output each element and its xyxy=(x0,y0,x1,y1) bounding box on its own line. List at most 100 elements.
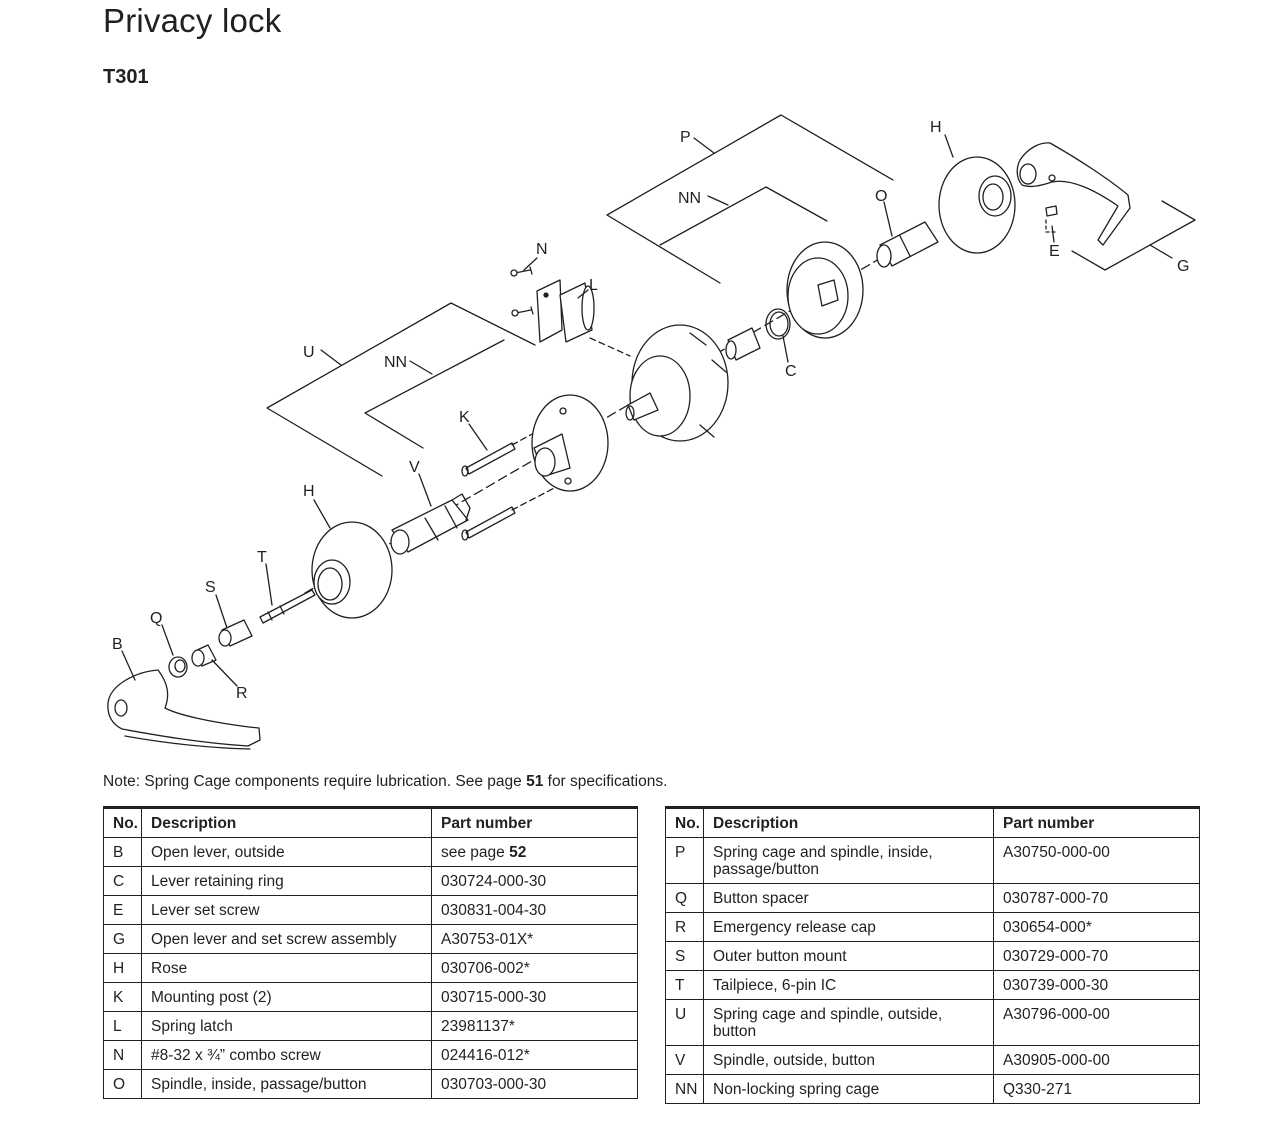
cell-part-number: see page 52 xyxy=(431,837,638,867)
spring-latch-l-drawing xyxy=(536,279,631,357)
chassis-drawing xyxy=(625,324,729,442)
label-s: S xyxy=(205,579,216,596)
spindle-o-drawing xyxy=(876,221,939,268)
cell-no: B xyxy=(103,837,142,867)
cell-no: L xyxy=(103,1011,142,1041)
label-e: E xyxy=(1049,243,1060,260)
label-nn-top: NN xyxy=(678,190,701,207)
label-nn-left: NN xyxy=(384,354,407,371)
spindle-v-drawing xyxy=(390,493,471,555)
cell-part-number: 030654-000* xyxy=(993,912,1200,942)
cell-no: G xyxy=(103,924,142,954)
cell-part-number: 030787-000-70 xyxy=(993,883,1200,913)
table-row: L Spring latch 23981137* xyxy=(103,1011,638,1041)
label-c: C xyxy=(785,363,797,380)
cell-part-number: 030706-002* xyxy=(431,953,638,983)
note-text-before: Note: Spring Cage components require lub… xyxy=(103,773,527,790)
cell-description: Open lever and set screw assembly xyxy=(141,924,432,954)
page-title: Privacy lock xyxy=(103,2,282,39)
label-n: N xyxy=(536,241,548,258)
cell-description: Tailpiece, 6-pin IC xyxy=(703,970,994,1000)
cell-part-number: A30905-000-00 xyxy=(993,1045,1200,1075)
lubrication-note: Note: Spring Cage components require lub… xyxy=(103,773,667,791)
cell-no: U xyxy=(665,999,704,1046)
parts-table-right: No. Description Part number P Spring cag… xyxy=(665,806,1200,1104)
cell-part-number: 024416-012* xyxy=(431,1040,638,1070)
table-row: K Mounting post (2) 030715-000-30 xyxy=(103,982,638,1012)
note-text-after: for specifications. xyxy=(543,773,668,790)
table-row: S Outer button mount 030729-000-70 xyxy=(665,941,1200,971)
combo-screw-n-drawing xyxy=(510,266,534,317)
cell-description: Non-locking spring cage xyxy=(703,1074,994,1104)
cell-description: Spindle, outside, button xyxy=(703,1045,994,1075)
cell-no: Q xyxy=(665,883,704,913)
set-screw-e-drawing xyxy=(1045,205,1059,233)
cell-no: V xyxy=(665,1045,704,1075)
label-h-right: H xyxy=(930,119,942,136)
cell-no: O xyxy=(103,1069,142,1099)
table-header-row: No. Description Part number xyxy=(665,806,1200,838)
cell-no: K xyxy=(103,982,142,1012)
label-r: R xyxy=(236,685,248,702)
cell-description: Outer button mount xyxy=(703,941,994,971)
label-l: L xyxy=(589,277,598,294)
header-part-number: Part number xyxy=(993,806,1200,838)
label-t: T xyxy=(257,549,267,566)
label-q: Q xyxy=(150,610,162,627)
cell-no: E xyxy=(103,895,142,925)
label-u: U xyxy=(303,344,315,361)
label-h-left: H xyxy=(303,483,315,500)
cell-part-number: 030703-000-30 xyxy=(431,1069,638,1099)
inside-spindle-drawing xyxy=(725,327,761,361)
cell-part-number: 030729-000-70 xyxy=(993,941,1200,971)
bracket-p xyxy=(606,114,894,284)
lever-g-drawing xyxy=(1016,142,1131,246)
table-row: H Rose 030706-002* xyxy=(103,953,638,983)
tailpiece-t-drawing xyxy=(259,589,316,624)
cell-part-number: A30750-000-00 xyxy=(993,837,1200,884)
table-row: U Spring cage and spindle, outside, butt… xyxy=(665,999,1200,1046)
cell-description: Emergency release cap xyxy=(703,912,994,942)
mounting-plate-drawing xyxy=(531,394,609,492)
cell-description: Rose xyxy=(141,953,432,983)
cell-part-number: 030715-000-30 xyxy=(431,982,638,1012)
header-description: Description xyxy=(703,806,994,838)
table-row: T Tailpiece, 6-pin IC 030739-000-30 xyxy=(665,970,1200,1000)
bracket-g xyxy=(1071,200,1196,271)
cell-no: R xyxy=(665,912,704,942)
emergency-cap-r-drawing xyxy=(191,644,217,667)
table-row: R Emergency release cap 030654-000* xyxy=(665,912,1200,942)
rose-h-right-drawing xyxy=(938,156,1016,254)
cell-no: C xyxy=(103,866,142,896)
label-k: K xyxy=(459,409,470,426)
header-no: No. xyxy=(665,806,704,838)
exploded-parts-diagram: P NN H O E G N L C U NN K V H T S Q B R xyxy=(107,114,1196,750)
table-header-row: No. Description Part number xyxy=(103,806,638,838)
table-row: Q Button spacer 030787-000-70 xyxy=(665,883,1200,913)
cell-description: Spring latch xyxy=(141,1011,432,1041)
button-mount-s-drawing xyxy=(218,619,253,647)
cell-part-number: A30796-000-00 xyxy=(993,999,1200,1046)
cell-description: Spring cage and spindle, inside, passage… xyxy=(703,837,994,884)
leader-lines xyxy=(121,134,1055,687)
lever-b-drawing xyxy=(107,669,261,750)
note-page-link: 51 xyxy=(526,773,544,790)
label-g: G xyxy=(1177,258,1189,275)
cell-no: H xyxy=(103,953,142,983)
cell-part-number: 23981137* xyxy=(431,1011,638,1041)
cell-part-number: 030739-000-30 xyxy=(993,970,1200,1000)
cell-no: P xyxy=(665,837,704,884)
table-row: C Lever retaining ring 030724-000-30 xyxy=(103,866,638,896)
cell-no: N xyxy=(103,1040,142,1070)
bracket-nn-left xyxy=(364,339,505,449)
model-number: T301 xyxy=(103,66,149,88)
cell-description: #8-32 x ¾” combo screw xyxy=(141,1040,432,1070)
rose-h-left-drawing xyxy=(311,521,393,619)
button-spacer-q-drawing xyxy=(168,656,188,678)
label-v: V xyxy=(409,459,420,476)
label-p: P xyxy=(680,129,691,146)
table-row: N #8-32 x ¾” combo screw 024416-012* xyxy=(103,1040,638,1070)
header-part-number: Part number xyxy=(431,806,638,838)
cell-description: Spring cage and spindle, outside, button xyxy=(703,999,994,1046)
table-row: P Spring cage and spindle, inside, passa… xyxy=(665,837,1200,884)
